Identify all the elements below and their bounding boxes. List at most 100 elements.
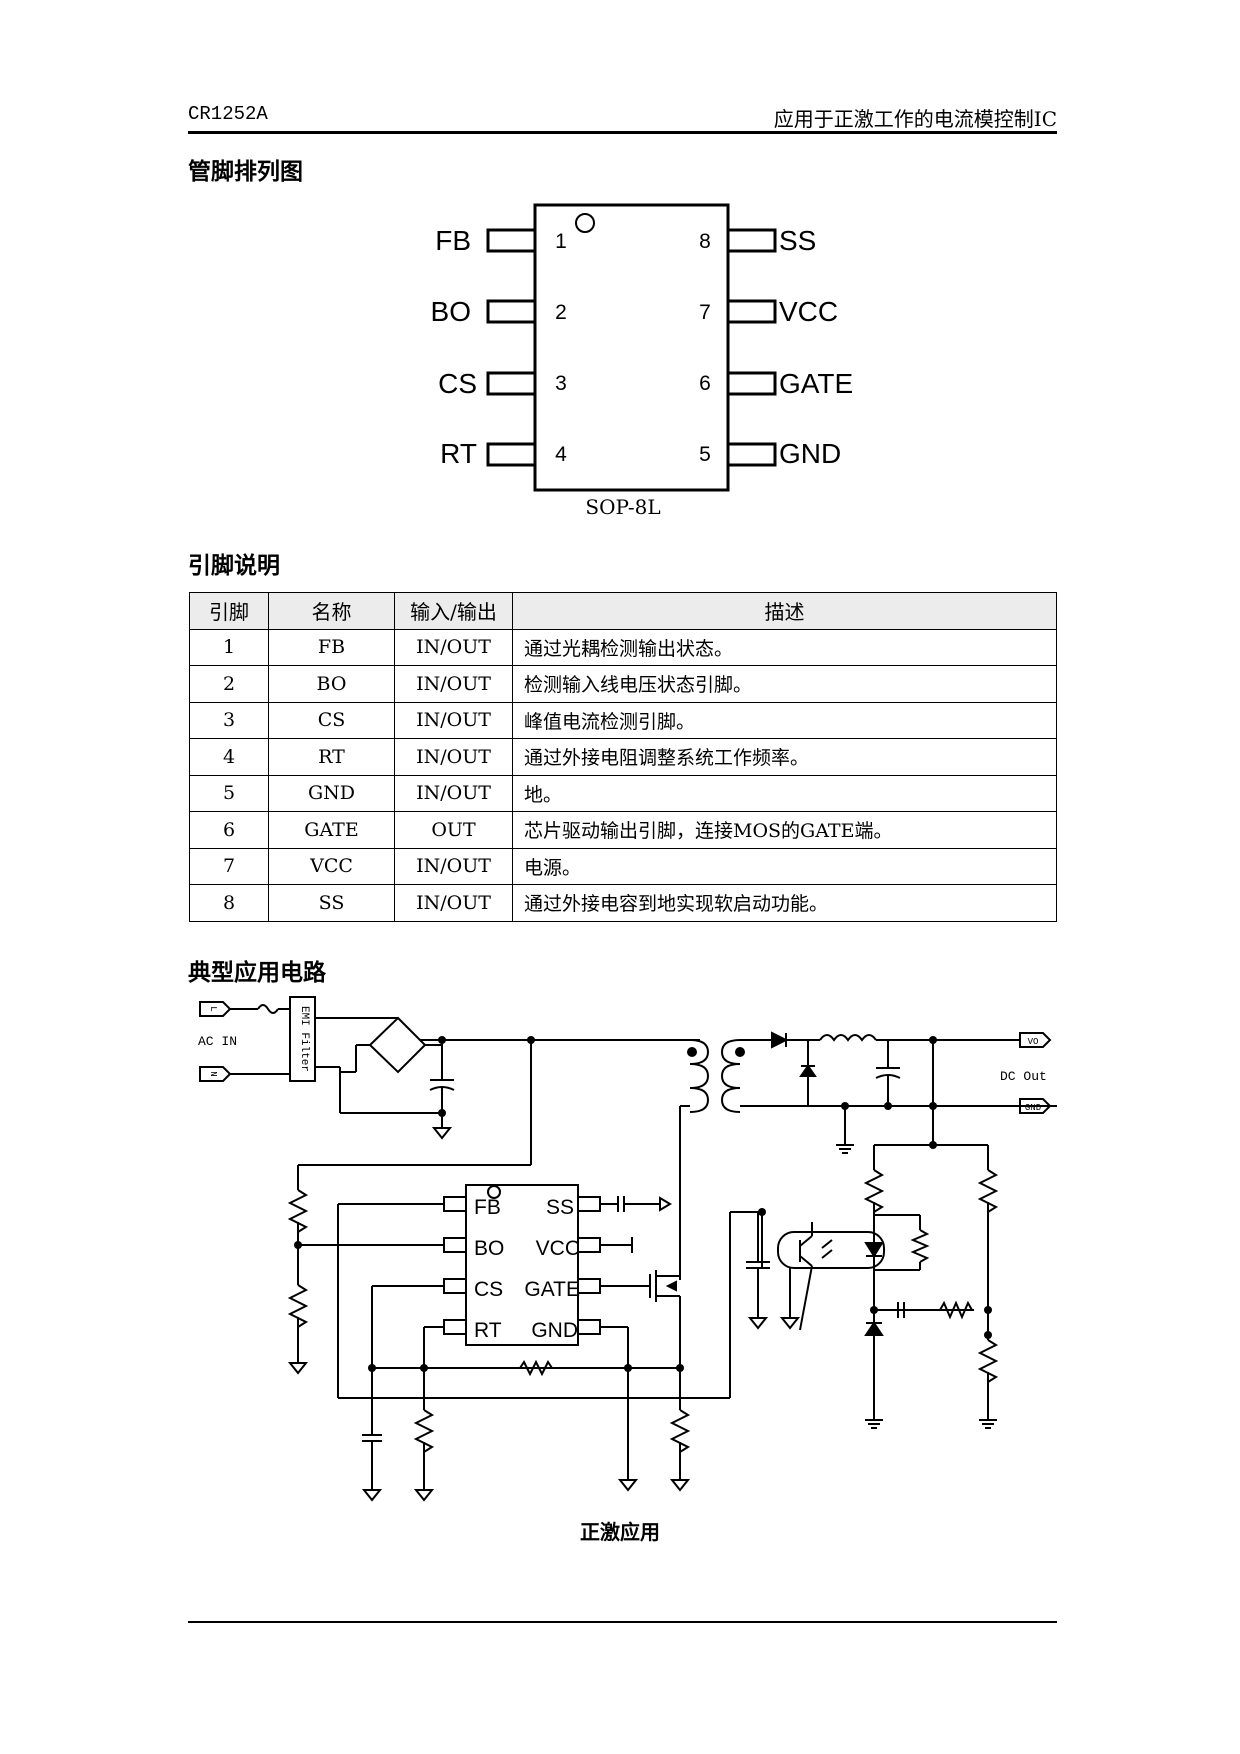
cell-name: VCC [268,847,395,885]
header-doc-id: CR1252A [188,103,268,125]
ic-pin-fb: FB [474,1196,501,1219]
cell-pin: 5 [189,774,269,812]
col-header-name: 名称 [268,592,395,630]
pin-8-stub [726,228,777,253]
cell-io: IN/OUT [394,701,513,739]
cell-pin: 4 [189,738,269,776]
pin-name-cs: CS [438,368,477,399]
emi-filter-label: EMI Filter [298,1006,310,1072]
transformer-secondary [720,1039,741,1113]
cell-desc: 通过外接电容到地实现软启动功能。 [512,884,1057,922]
pinout-diagram: 1 2 3 4 8 7 6 5 FB BO CS RT SS VCC GATE … [431,203,853,519]
l-input-tag [199,1001,232,1017]
cell-name: FB [268,628,395,666]
bo-divider-resistor [287,1284,309,1328]
cell-name: GND [268,774,395,812]
pin-num-5: 5 [699,443,711,466]
cell-desc: 通过外接电阻调整系统工作频率。 [512,738,1057,776]
ac-in-label: AC IN [198,1034,237,1049]
cell-desc: 峰值电流检测引脚。 [512,701,1057,739]
chip-body [533,203,730,492]
fuse [257,1004,279,1014]
cell-io: OUT [394,811,513,849]
ic-pin-bo: BO [474,1237,504,1260]
pin-name-bo: BO [431,296,471,327]
table-row: 5 GND IN/OUT 地。 [189,774,1057,812]
header-rule [188,131,1057,134]
cell-pin: 6 [189,811,269,849]
table-row: 2 BO IN/OUT 检测输入线电压状态引脚。 [189,665,1057,703]
controller-ic [465,1184,579,1346]
freewheel-diode [799,1064,817,1077]
tl431-shunt [864,1321,884,1336]
figure-caption: 正激应用 [580,1520,660,1544]
table-row: 4 RT IN/OUT 通过外接电阻调整系统工作频率。 [189,738,1057,776]
ic-pin-rt: RT [474,1319,502,1342]
pin-num-6: 6 [699,372,711,395]
table-row: 8 SS IN/OUT 通过外接电容到地实现软启动功能。 [189,884,1057,922]
gnd-output-tag [1019,1098,1052,1114]
cell-io: IN/OUT [394,884,513,922]
cell-name: CS [268,701,395,739]
col-header-io: 输入/输出 [394,592,513,630]
table-row: 7 VCC IN/OUT 电源。 [189,847,1057,885]
n-input-tag [199,1066,232,1082]
application-circuit [199,996,1057,1502]
pin-num-7: 7 [699,301,711,324]
sense-resistor [669,1409,691,1453]
cell-name: GATE [268,811,395,849]
cell-io: IN/OUT [394,665,513,703]
optocoupler [777,1231,885,1269]
pin-name-vcc: VCC [779,296,838,327]
pin-num-3: 3 [555,372,567,395]
gnd-tag-label: GND [1025,1103,1041,1113]
table-header-row: 引脚 名称 输入/输出 描述 [189,592,1057,630]
pin-1-stub [486,228,537,253]
pinout-section-title: 管脚排列图 [188,158,303,185]
pin-num-1: 1 [555,230,567,253]
cell-name: BO [268,665,395,703]
pin-7-stub [726,299,777,324]
pin-name-fb: FB [435,225,471,256]
cell-desc: 电源。 [512,847,1057,885]
pindesc-section-title: 引脚说明 [188,552,280,579]
transformer-primary [689,1039,710,1113]
pin1-marker [575,213,595,233]
cell-pin: 8 [189,884,269,922]
pin-name-gate: GATE [779,368,853,399]
output-inductor [819,1034,877,1042]
pin-5-stub [726,442,777,467]
ic-pin-vcc: VCC [536,1237,580,1260]
cell-desc: 通过光耦检测输出状态。 [512,628,1057,666]
cs-filter-resistor [519,1359,553,1377]
dc-out-label: DC Out [1000,1069,1047,1084]
footer-rule [188,1621,1057,1623]
pin-6-stub [726,371,777,396]
col-header-pin: 引脚 [189,592,269,630]
bridge-rectifier [368,1016,427,1074]
cell-name: SS [268,884,395,922]
table-row: 1 FB IN/OUT 通过光耦检测输出状态。 [189,628,1057,666]
n-label: N [208,1071,218,1076]
ic-pin-ss: SS [546,1196,574,1219]
cell-io: IN/OUT [394,628,513,666]
pin-name-ss: SS [779,225,816,256]
pin-num-4: 4 [555,443,567,466]
cell-name: RT [268,738,395,776]
cell-io: IN/OUT [394,847,513,885]
vo-output-tag [1019,1032,1052,1048]
table-row: 3 CS IN/OUT 峰值电流检测引脚。 [189,701,1057,739]
header-doc-title: 应用于正激工作的电流模控制IC [773,107,1057,131]
pin-3-stub [486,371,537,396]
cell-io: IN/OUT [394,738,513,776]
pin-num-2: 2 [555,301,567,324]
cell-desc: 芯片驱动输出引脚，连接MOS的GATE端。 [512,811,1057,849]
cell-desc: 检测输入线电压状态引脚。 [512,665,1057,703]
output-diode [771,1031,789,1049]
ic-pin-gate: GATE [524,1278,580,1301]
pin-num-8: 8 [699,230,711,253]
emi-filter-box [289,996,316,1082]
cell-desc: 地。 [512,774,1057,812]
ic-pin-cs: CS [474,1278,503,1301]
